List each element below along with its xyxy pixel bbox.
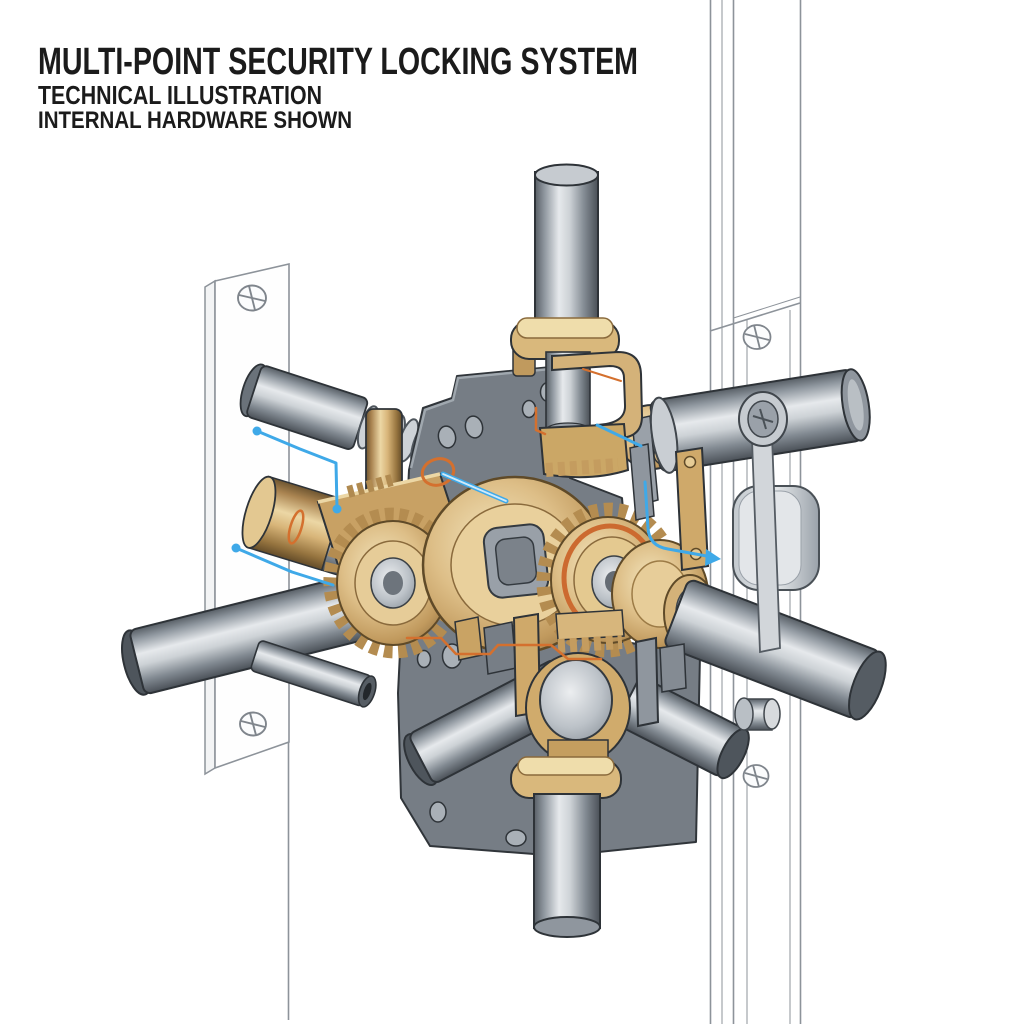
rod-screw-boss bbox=[738, 391, 788, 447]
leader-dot bbox=[332, 504, 342, 514]
page-subtitle: TECHNICAL ILLUSTRATION bbox=[38, 80, 322, 110]
title-block: MULTI-POINT SECURITY LOCKING SYSTEM TECH… bbox=[38, 41, 638, 134]
leader-dot bbox=[252, 426, 262, 436]
right-faceplate-screw-top bbox=[742, 324, 772, 350]
orange-circle-callout bbox=[420, 457, 456, 487]
leader-dot bbox=[231, 543, 241, 553]
leader-arrowhead bbox=[705, 549, 721, 566]
page-caption: INTERNAL HARDWARE SHOWN bbox=[38, 107, 352, 134]
frame-roller-fitting bbox=[734, 697, 781, 731]
guide-tube bbox=[250, 640, 377, 708]
bearing bbox=[539, 659, 613, 741]
plate-holes bbox=[416, 381, 557, 847]
left-faceplate-screw-bottom bbox=[239, 711, 267, 737]
top-deadbolt bbox=[534, 171, 599, 335]
yoke-right-strap bbox=[634, 636, 660, 728]
leader-line-1 bbox=[255, 429, 339, 510]
link-screw-top bbox=[683, 455, 697, 469]
crown-gear-top bbox=[545, 458, 619, 477]
crown-gear-bottom bbox=[557, 635, 623, 653]
leader-line-2 bbox=[234, 546, 335, 587]
left-faceplate-screw-top bbox=[237, 284, 267, 312]
blue-annotations bbox=[231, 423, 721, 587]
orange-wire-path bbox=[405, 636, 603, 661]
connecting-link bbox=[674, 446, 710, 572]
leader-line-right-b bbox=[643, 480, 714, 559]
bottom-deadbolt bbox=[533, 793, 601, 929]
orange-annotations bbox=[287, 368, 622, 661]
leader-line-right-a bbox=[595, 423, 643, 448]
right-faceplate-screw-bottom bbox=[742, 764, 770, 788]
page-title: MULTI-POINT SECURITY LOCKING SYSTEM bbox=[38, 41, 638, 83]
